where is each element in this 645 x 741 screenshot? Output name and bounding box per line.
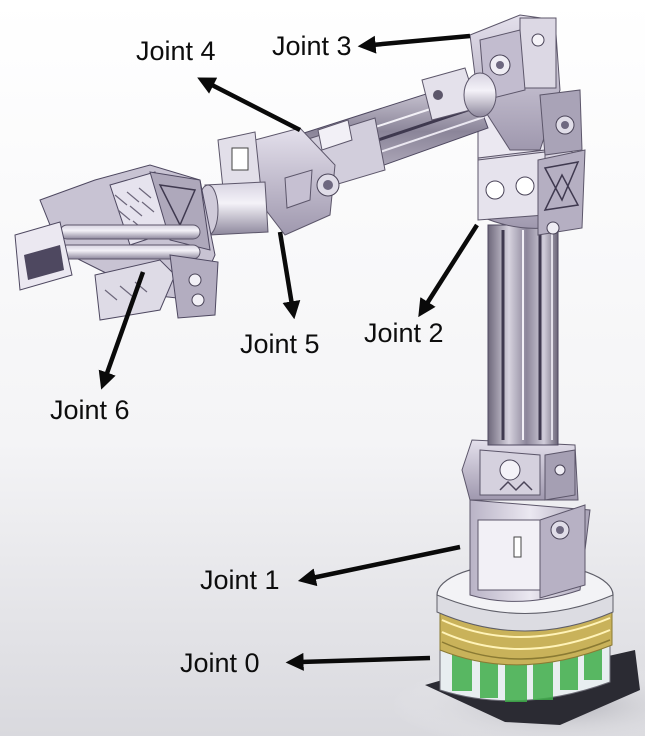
label-joint-0: Joint 0 bbox=[180, 648, 260, 678]
wrist-assembly bbox=[197, 127, 340, 236]
arrow-joint5 bbox=[277, 231, 301, 320]
arrow-joint1 bbox=[297, 544, 461, 587]
label-joint-4: Joint 4 bbox=[136, 36, 216, 66]
arrow-joint6 bbox=[98, 271, 146, 390]
gripper-assembly bbox=[14, 164, 219, 321]
arrow-joint3 bbox=[357, 33, 471, 54]
shoulder-assembly bbox=[469, 14, 583, 156]
arrow-joint4 bbox=[197, 77, 302, 133]
label-joint-1: Joint 1 bbox=[200, 565, 280, 595]
label-joint-3: Joint 3 bbox=[272, 31, 352, 61]
arrow-joint0 bbox=[285, 652, 431, 671]
arrow-joint2 bbox=[418, 223, 479, 318]
tower-assembly bbox=[461, 91, 591, 602]
label-joint-2: Joint 2 bbox=[364, 318, 444, 348]
label-joint-6: Joint 6 bbox=[50, 395, 130, 425]
label-arrows bbox=[98, 33, 479, 671]
label-joint-5: Joint 5 bbox=[240, 329, 320, 359]
